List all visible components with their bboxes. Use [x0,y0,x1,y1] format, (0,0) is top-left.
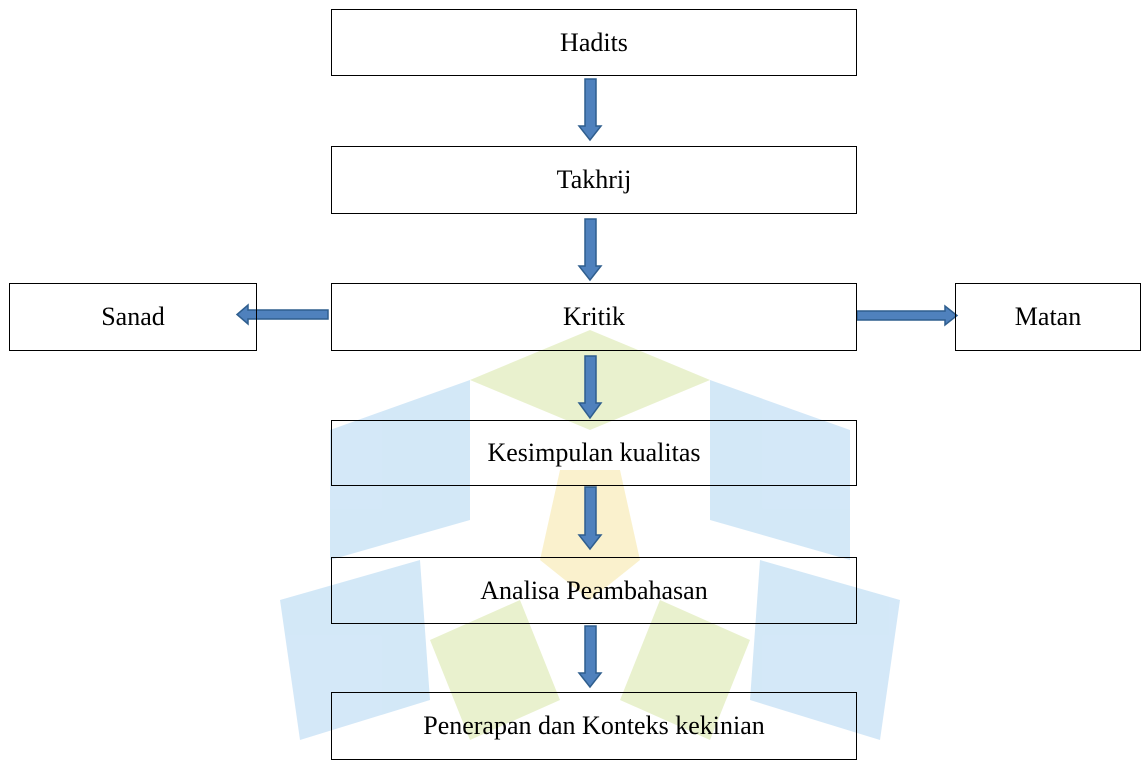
node-hadits-label: Hadits [560,27,628,57]
node-takhrij-label: Takhrij [556,165,632,194]
arrow-kritik-kesimpulan [577,355,603,420]
node-takhrij: Takhrij [331,146,857,214]
node-sanad: Sanad [9,283,257,351]
node-kritik-label: Kritik [562,302,626,331]
arrow-takhrij-kritik [577,218,603,282]
node-kesimpulan: Kesimpulan kualitas [331,420,857,486]
node-kesimpulan-label: Kesimpulan kualitas [487,438,701,467]
node-matan: Matan [955,283,1141,351]
arrow-kritik-sanad [235,303,329,326]
node-sanad-label: Sanad [101,302,165,331]
arrow-hadits-takhrij [577,78,603,142]
arrow-kesimpulan-analisa [577,486,603,551]
node-penerapan-label: Penerapan dan Konteks kekinian [423,711,765,740]
node-penerapan: Penerapan dan Konteks kekinian [331,692,857,760]
node-analisa-label: Analisa Peambahasan [480,575,708,605]
node-hadits: Hadits [331,9,857,76]
node-matan-label: Matan [1014,302,1082,331]
node-analisa: Analisa Peambahasan [331,557,857,624]
arrow-analisa-penerapan [577,625,603,689]
node-kritik: Kritik [331,283,857,351]
arrow-kritik-matan [856,304,959,327]
